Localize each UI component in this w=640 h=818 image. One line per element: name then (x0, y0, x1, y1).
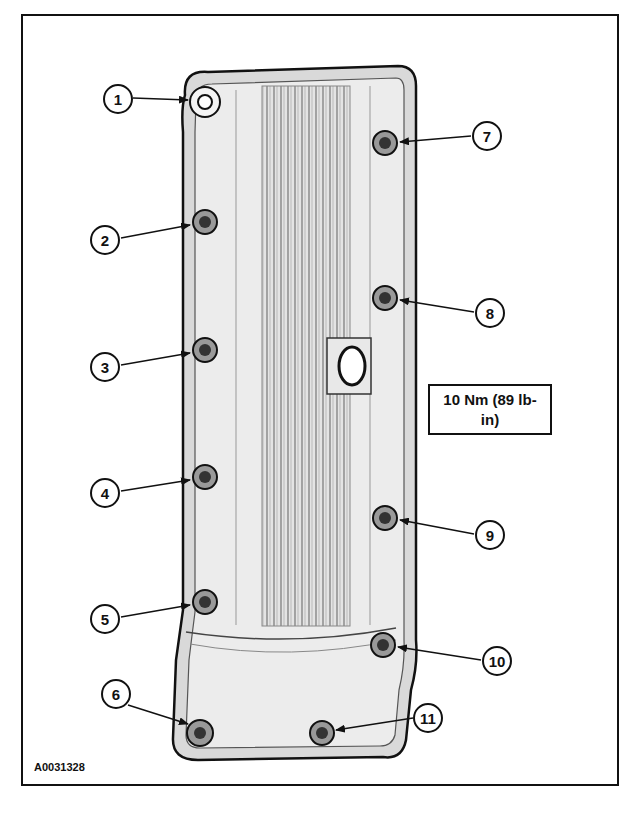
torque-text: 10 Nm (89 lb-in) (438, 390, 542, 429)
callout-text: 7 (483, 128, 491, 145)
leader-lines (121, 98, 481, 730)
callout-text: 8 (486, 305, 494, 322)
callout-number: 5 (90, 604, 120, 634)
callout-number: 10 (482, 646, 512, 676)
callout-text: 5 (101, 611, 109, 628)
callout-number: 6 (101, 679, 131, 709)
callout-text: 2 (101, 232, 109, 249)
callout-number: 7 (472, 121, 502, 151)
callout-text: 11 (420, 710, 436, 727)
callout-text: 1 (114, 91, 122, 108)
callout-number: 8 (475, 298, 505, 328)
callout-number: 3 (90, 352, 120, 382)
torque-spec-box: 10 Nm (89 lb-in) (428, 384, 552, 435)
figure-id: A0031328 (34, 761, 85, 773)
callout-text: 9 (486, 527, 494, 544)
callout-number: 1 (103, 84, 133, 114)
callout-number: 9 (475, 520, 505, 550)
callout-number: 11 (413, 703, 443, 733)
callout-number: 4 (90, 478, 120, 508)
callout-text: 3 (101, 359, 109, 376)
callout-text: 4 (101, 485, 109, 502)
callout-text: 10 (489, 653, 506, 670)
callout-number: 2 (90, 225, 120, 255)
callout-text: 6 (112, 686, 120, 703)
